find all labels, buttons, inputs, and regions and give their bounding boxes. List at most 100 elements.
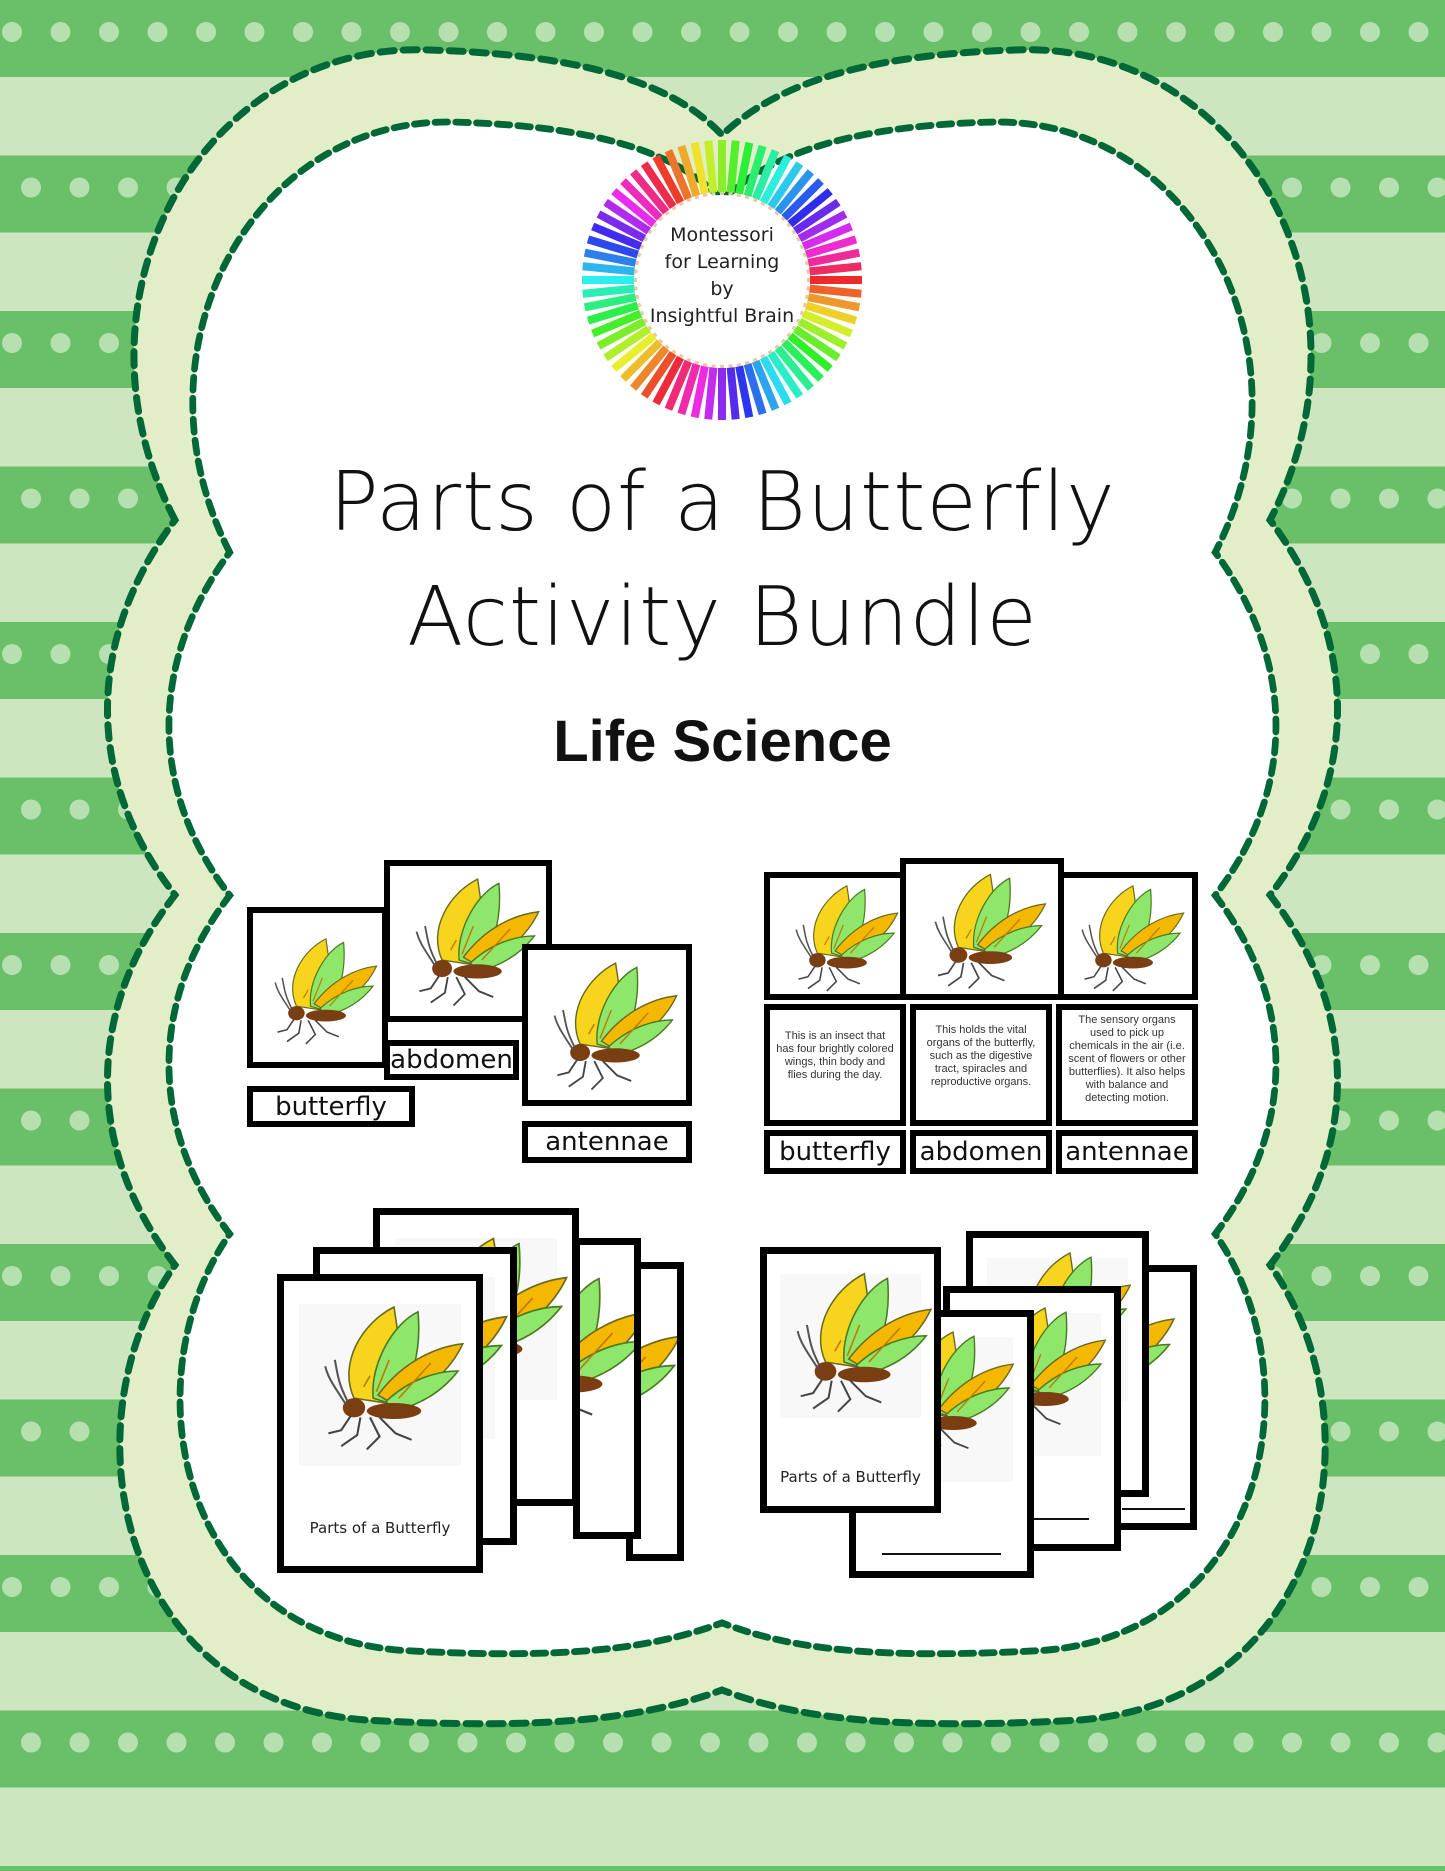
polka-dot [1185,1732,1205,1753]
butterfly-illustration [1081,885,1185,992]
polka-dot [21,1110,41,1131]
polka-dot [99,955,119,975]
subtitle: Life Science [553,709,892,774]
pencil [805,301,858,325]
butterfly-illustration [324,1305,464,1451]
polka-dot [1330,1421,1351,1442]
pencil [735,141,754,195]
pencil [809,284,862,298]
polka-dot [21,799,41,820]
picture-card-antennae [522,944,692,1106]
booklet-page [573,1238,641,1539]
polka-dot [700,1732,720,1753]
booklet-title: Parts of a Butterfly [780,1468,921,1486]
polka-dot [1330,1732,1351,1753]
polka-dot [875,22,895,42]
pencil [792,325,841,362]
polka-dot [2,644,22,664]
label-card-abdomen: abdomen [910,1130,1052,1174]
polka-dot [21,488,41,509]
polka-dot [1117,22,1138,42]
pencil [743,363,767,416]
pencil [591,222,643,251]
polka-dot [69,177,90,198]
pencil [805,235,858,259]
polka-dot [1088,1732,1108,1753]
polka-dot [196,22,216,42]
polka-dot [50,333,71,353]
polka-dot [651,1732,672,1753]
polka-dot [1136,1732,1157,1753]
polka-dot [244,22,265,42]
polka-dot [487,22,507,42]
pencil [620,339,663,382]
polka-dot [438,22,459,42]
pencil [743,144,767,197]
polka-dot [603,1732,623,1753]
polka-dot [1214,22,1235,42]
logo-line: for Learning [664,251,780,273]
butterfly-illustration [795,885,899,992]
label-card-antennae: antennae [1056,1130,1198,1174]
polka-dot [748,1732,769,1753]
polka-dot [1379,488,1399,509]
pencil [726,367,740,420]
polka-dot [69,488,90,509]
pencil [583,248,637,267]
picture-card-antennae [1050,872,1198,1000]
butterfly-illustration [796,1272,932,1413]
polka-dot [1427,799,1445,820]
pencil [583,293,637,312]
polka-dot [2,1266,22,1286]
polka-dot [263,1732,284,1753]
pencil [603,198,652,235]
pencil [801,309,853,338]
polka-dot [1379,799,1399,820]
pencil [781,178,824,221]
booklet-title: Parts of a Butterfly [309,1519,451,1537]
label-card-butterfly: butterfly [247,1086,415,1127]
pencil [767,161,804,210]
polka-dot [1069,22,1089,42]
pencil [726,140,740,193]
polka-dot [1360,1577,1380,1597]
polka-dot [118,488,138,509]
pencil [759,355,792,406]
label-card-abdomen: abdomen [384,1040,519,1080]
pencil [664,359,693,411]
picture-card-abdomen [900,858,1064,1000]
pencil [781,339,824,382]
pencil [797,210,848,243]
polka-dot [1408,644,1429,664]
polka-dot [923,22,944,42]
polka-dot [584,22,604,42]
write-line [1122,1508,1185,1510]
polka-dot [681,22,701,42]
butterfly-illustration [934,873,1047,990]
pencil [677,363,701,416]
polka-dot [166,1732,187,1753]
polka-dot [1282,1732,1302,1753]
butterfly-illustration [553,962,678,1091]
pencil [582,284,635,298]
pencil [759,154,792,205]
polka-dot [50,22,71,42]
polka-dot [1360,644,1380,664]
polka-dot [69,1110,90,1131]
polka-dot [778,22,798,42]
polka-dot [1379,1732,1399,1753]
polka-dot [69,1732,90,1753]
stripe [0,1710,1445,1788]
pencil [704,367,718,420]
pencil [591,309,643,338]
polka-dot [1408,1577,1429,1597]
polka-dot [1311,22,1332,42]
polka-dot [2,333,22,353]
polka-dot [293,22,313,42]
polka-dot [1408,955,1429,975]
polka-dot [1360,22,1380,42]
polka-dot [1020,22,1041,42]
stripe [0,0,1445,77]
polka-dot [1379,1421,1399,1442]
